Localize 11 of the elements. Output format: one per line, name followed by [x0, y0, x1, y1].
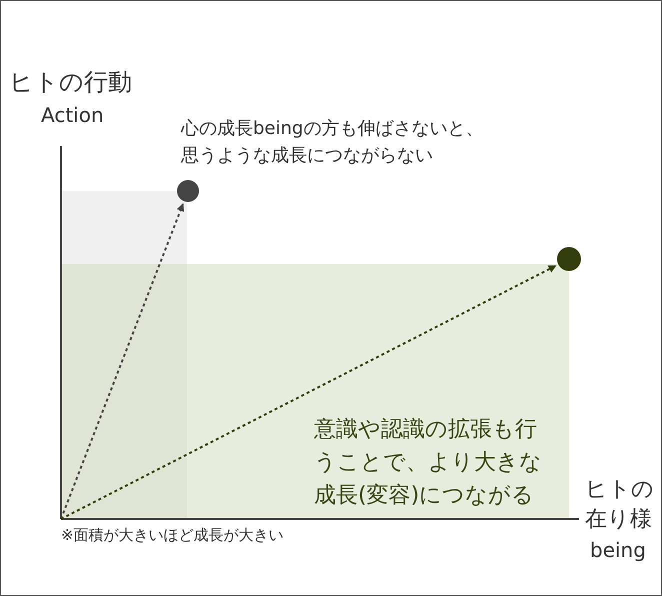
- axis-label: ヒトの行動: [9, 67, 132, 98]
- annotation-text: 意識や認識の拡張も行うことで、より大きな成長(変容)につながる: [314, 416, 543, 510]
- footnote-text: ※面積が大きいほど成長が大きい: [61, 526, 284, 546]
- annotation-text: 心の成長beingの方も伸ばさないと、思うような成長につながらない: [181, 117, 484, 168]
- axis-label: being: [590, 537, 646, 563]
- axis-label: ヒトの在り様: [585, 476, 655, 534]
- dot-marker: [177, 180, 199, 202]
- dot-marker: [557, 247, 581, 271]
- dashed-arrow: [60, 203, 184, 520]
- axis-label: Action: [41, 102, 104, 128]
- dashed-arrow: [60, 264, 557, 520]
